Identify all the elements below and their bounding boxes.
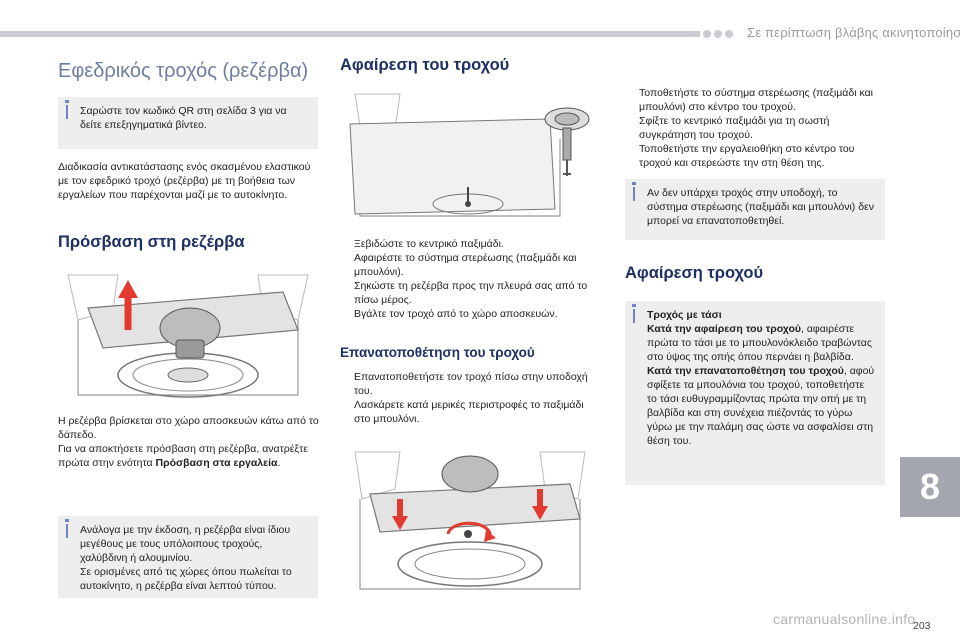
note-text-1: Ανάλογα με την έκδοση, η ρεζέρβα είναι ί… — [80, 524, 291, 564]
trunk-spare-illustration — [58, 270, 318, 405]
illustration-refit-wheel — [340, 444, 602, 596]
list-item: Σφίξτε το κεντρικό παξιμάδι για τη σωστή… — [625, 114, 887, 142]
list-item: Αφαιρέστε το σύστημα στερέωσης (παξιμάδι… — [340, 251, 602, 279]
access-link[interactable]: Πρόσβαση στα εργαλεία — [155, 457, 278, 469]
header-dot — [714, 30, 722, 38]
wheel-removal-heading: Αφαίρεση τροχού — [625, 264, 764, 282]
intro-text: Διαδικασία αντικατάστασης ενός σκασμένου… — [58, 161, 311, 201]
access-text-2: Για να αποκτήσετε πρόσβαση στη ρεζέρβα, … — [58, 443, 308, 469]
info-marker-icon — [65, 519, 69, 538]
header-dot — [725, 30, 733, 38]
qr-hint-box: Σαρώστε τον κωδικό QR στη σελίδα 3 για ν… — [58, 97, 318, 149]
step-text: Τοποθετήστε την εργαλειοθήκη στο κέντρο … — [639, 143, 855, 169]
header-dot — [703, 30, 711, 38]
access-text: Η ρεζέρβα βρίσκεται στο χώρο αποσκευών κ… — [58, 414, 320, 470]
hubcap-title: Τροχός με τάσι — [647, 309, 722, 321]
list-item: Σηκώστε τη ρεζέρβα προς την πλευρά σας α… — [340, 279, 602, 307]
step-text: Ξεβιδώστε το κεντρικό παξιμάδι. — [354, 238, 504, 250]
refit-steps: Επανατοποθετήστε τον τροχό πίσω στην υπο… — [340, 370, 602, 426]
qr-hint-text: Σαρώστε τον κωδικό QR στη σελίδα 3 για ν… — [80, 105, 287, 131]
hubcap-removal-body: , αφαιρέστε πρώτα το τάσι με το μπουλονό… — [647, 323, 872, 363]
step-text: Σηκώστε τη ρεζέρβα προς την πλευρά σας α… — [354, 280, 588, 306]
no-wheel-hint-box: Αν δεν υπάρχει τροχός στην υποδοχή, το σ… — [625, 179, 885, 240]
list-item: Επανατοποθετήστε τον τροχό πίσω στην υπο… — [340, 370, 602, 398]
access-heading: Πρόσβαση στη ρεζέρβα — [58, 233, 245, 251]
refit-heading: Επανατοποθέτηση του τροχού — [340, 345, 535, 360]
refit-continued-steps: Τοποθετήστε το σύστημα στερέωσης (παξιμά… — [625, 86, 887, 170]
list-item: Τοποθετήστε την εργαλειοθήκη στο κέντρο … — [625, 142, 887, 170]
info-marker-icon — [65, 100, 69, 119]
info-marker-icon — [632, 304, 636, 323]
info-marker-icon — [632, 182, 636, 201]
list-item: Βγάλτε τον τροχό από το χώρο αποσκευών. — [340, 307, 602, 321]
version-note-box: Ανάλογα με την έκδοση, η ρεζέρβα είναι ί… — [58, 516, 318, 598]
list-item: Ξεβιδώστε το κεντρικό παξιμάδι. — [340, 237, 602, 251]
chapter-number-tab: 8 — [900, 457, 960, 517]
access-text-end: . — [277, 457, 281, 469]
step-text: Σφίξτε το κεντρικό παξιμάδι για τη σωστή… — [639, 115, 830, 141]
list-item: Λασκάρετε κατά μερικές περιστροφές το πα… — [340, 398, 602, 426]
remove-nut-illustration — [340, 84, 605, 224]
no-wheel-hint-text: Αν δεν υπάρχει τροχός στην υποδοχή, το σ… — [647, 187, 874, 227]
hubcap-removal-label: Κατά την αφαίρεση του τροχού — [647, 323, 801, 335]
removal-steps: Ξεβιδώστε το κεντρικό παξιμάδι. Αφαιρέστ… — [340, 237, 602, 321]
step-text: Βγάλτε τον τροχό από το χώρο αποσκευών. — [354, 308, 558, 320]
header-rule — [0, 31, 700, 37]
refit-wheel-illustration — [340, 444, 602, 596]
step-text: Επανατοποθετήστε τον τροχό πίσω στην υπο… — [354, 371, 588, 397]
illustration-remove-nut — [340, 84, 605, 224]
section-title: Σε περίπτωση βλάβης ακινητοποίησης — [747, 25, 960, 40]
page-number: 203 — [913, 620, 931, 632]
step-text: Λασκάρετε κατά μερικές περιστροφές το πα… — [354, 399, 584, 425]
access-text-1: Η ρεζέρβα βρίσκεται στο χώρο αποσκευών κ… — [58, 415, 319, 441]
step-text: Αφαιρέστε το σύστημα στερέωσης (παξιμάδι… — [354, 252, 577, 278]
list-item: Τοποθετήστε το σύστημα στερέωσης (παξιμά… — [625, 86, 887, 114]
step-text: Τοποθετήστε το σύστημα στερέωσης (παξιμά… — [639, 87, 873, 113]
removal-heading: Αφαίρεση του τροχού — [340, 56, 510, 74]
hubcap-refit-label: Κατά την επανατοποθέτηση του τροχού — [647, 365, 844, 377]
note-text-2: Σε ορισμένες από τις χώρες όπου πωλείται… — [80, 566, 292, 592]
watermark: carmanualsonline.info — [773, 611, 916, 627]
illustration-access-spare — [58, 270, 318, 405]
page-title: Εφεδρικός τροχός (ρεζέρβα) — [58, 60, 309, 82]
hubcap-info-box: Τροχός με τάσι Κατά την αφαίρεση του τρο… — [625, 301, 885, 485]
hubcap-refit-body: , αφού σφίξετε τα μπουλόνια του τροχού, … — [647, 365, 875, 447]
hubcap-refit-text: Κατά την επανατοποθέτηση του τροχού, αφο… — [647, 364, 875, 448]
hubcap-removal-text: Κατά την αφαίρεση του τροχού, αφαιρέστε … — [647, 322, 875, 364]
